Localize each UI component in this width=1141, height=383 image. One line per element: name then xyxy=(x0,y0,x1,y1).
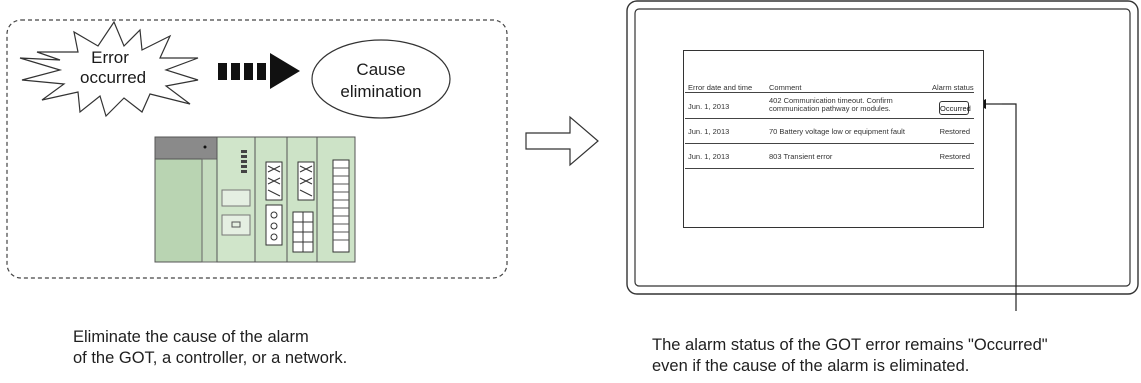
row1-divider xyxy=(685,118,974,119)
row2-status: Restored xyxy=(939,127,970,136)
row3-comment: 803 Transient error xyxy=(769,152,833,161)
alarm-history-panel: Error date and time Comment Alarm status… xyxy=(683,50,984,228)
row3-divider xyxy=(685,168,974,169)
row1-comment: 402 Communication timeout. Confirm commu… xyxy=(769,97,893,113)
row2-comment: 70 Battery voltage low or equipment faul… xyxy=(769,127,905,136)
right-caption-line1: The alarm status of the GOT error remain… xyxy=(652,336,1048,354)
right-caption-line2: even if the cause of the alarm is elimin… xyxy=(652,357,970,375)
row3-date: Jun. 1, 2013 xyxy=(688,152,730,161)
row1-status-badge: Occurred xyxy=(939,101,971,115)
header-divider xyxy=(685,92,974,93)
header-error-date: Error date and time xyxy=(688,83,753,92)
left-caption-line2: of the GOT, a controller, or a network. xyxy=(73,349,348,367)
error-label-line1: Error xyxy=(91,48,129,67)
left-caption: Eliminate the cause of the alarm of the … xyxy=(73,327,347,369)
row2-divider xyxy=(685,143,974,144)
header-alarm-status: Alarm status xyxy=(932,83,974,92)
cause-label-line1: Cause xyxy=(356,60,406,79)
cause-elimination-ellipse xyxy=(311,39,451,119)
cause-scene-frame xyxy=(6,19,508,279)
plc-controller-illustration xyxy=(154,136,356,263)
cause-label-line2: elimination xyxy=(340,82,422,101)
row3-status: Restored xyxy=(939,152,970,161)
row1-comment-line1: 402 Communication timeout. Confirm xyxy=(769,96,893,105)
left-caption-line1: Eliminate the cause of the alarm xyxy=(73,328,309,346)
transition-arrow xyxy=(218,53,300,89)
row1-comment-line2: communication pathway or modules. xyxy=(769,104,891,113)
error-label-line2: occurred xyxy=(80,68,147,87)
left-diagram-svg xyxy=(6,19,599,279)
callout-leader-line xyxy=(1002,103,1017,311)
error-occurred-label: Error occurred xyxy=(80,48,147,88)
cause-elimination-label: Cause elimination xyxy=(322,59,440,103)
header-comment: Comment xyxy=(769,83,802,92)
right-caption: The alarm status of the GOT error remain… xyxy=(652,335,1048,377)
row1-date: Jun. 1, 2013 xyxy=(688,102,730,111)
error-burst-shape xyxy=(19,20,199,118)
hollow-right-arrow xyxy=(525,115,599,167)
row2-date: Jun. 1, 2013 xyxy=(688,127,730,136)
